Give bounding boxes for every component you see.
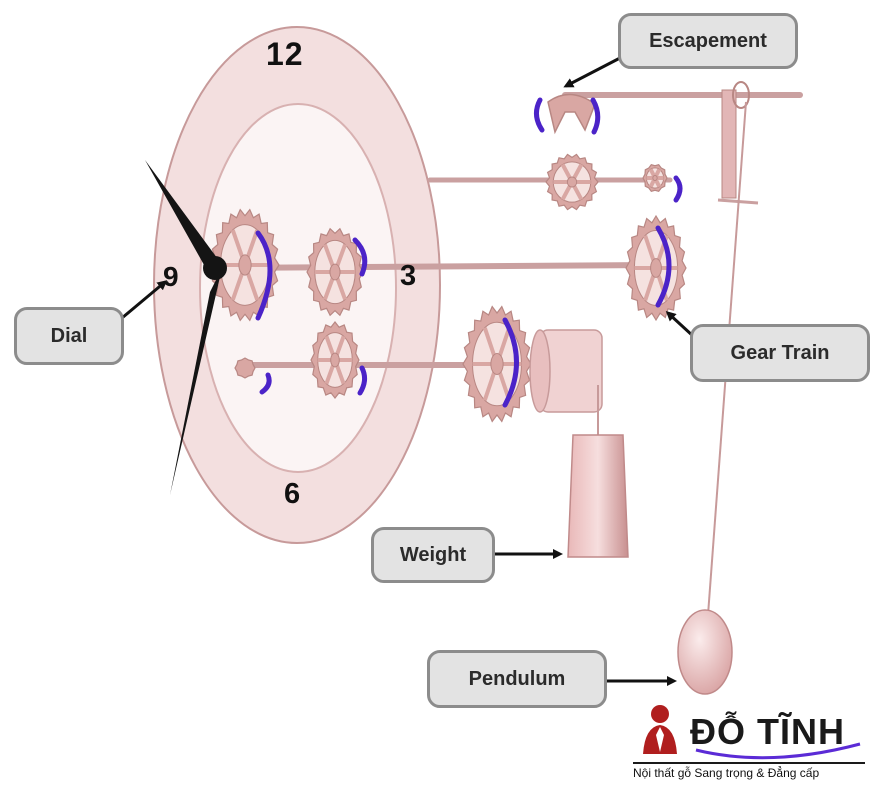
dial-number-12: 12 <box>266 36 304 72</box>
dial-face <box>153 26 441 544</box>
pendulum-assembly <box>677 81 759 695</box>
dial-number-6: 6 <box>284 478 301 510</box>
businessman-icon <box>643 705 677 754</box>
pendulum-bob <box>677 609 733 695</box>
gear-bushing <box>655 225 672 308</box>
gear-bushing <box>502 317 519 408</box>
gear-bushing <box>357 365 368 396</box>
pointer-arrows <box>121 56 695 686</box>
logo-tagline: Nội thất gỗ Sang trọng & Đẳng cấp <box>633 762 865 780</box>
gear-wheel <box>234 357 256 379</box>
gear-wheel <box>642 164 668 192</box>
gear-wheel <box>306 227 364 317</box>
gear-wheel <box>462 305 532 423</box>
gear-bushing <box>352 237 368 277</box>
minute-hand-upper <box>145 160 220 272</box>
gear-train-arrow <box>665 310 695 338</box>
dial-label: Dial <box>14 307 124 365</box>
gear-wheel <box>625 214 687 322</box>
weight-assembly <box>529 329 629 558</box>
weight-block <box>567 434 629 558</box>
escapement-anchor <box>534 93 601 135</box>
gear-bushing <box>259 372 272 395</box>
weight-label: Weight <box>371 527 495 583</box>
gear-bushing <box>673 175 683 203</box>
hands-hub <box>203 256 227 280</box>
dial-number-3: 3 <box>400 260 417 292</box>
logo-swoosh <box>695 742 861 760</box>
gear-bushing <box>255 230 273 321</box>
gear-train-label: Gear Train <box>690 324 870 382</box>
hour-hand-lower <box>170 268 222 495</box>
logo-name: ĐỖ TĨNH <box>690 711 845 752</box>
escapement-arrow <box>563 56 621 88</box>
escapement-label: Escapement <box>618 13 798 69</box>
gear-wheel <box>310 321 360 399</box>
pendulum-label: Pendulum <box>427 650 607 708</box>
gear-wheel <box>210 208 280 322</box>
gear-wheel <box>545 153 599 211</box>
dial-number-9: 9 <box>163 261 179 292</box>
dial-arrow <box>121 280 168 320</box>
gears <box>210 153 687 423</box>
clock-hands <box>145 160 227 495</box>
